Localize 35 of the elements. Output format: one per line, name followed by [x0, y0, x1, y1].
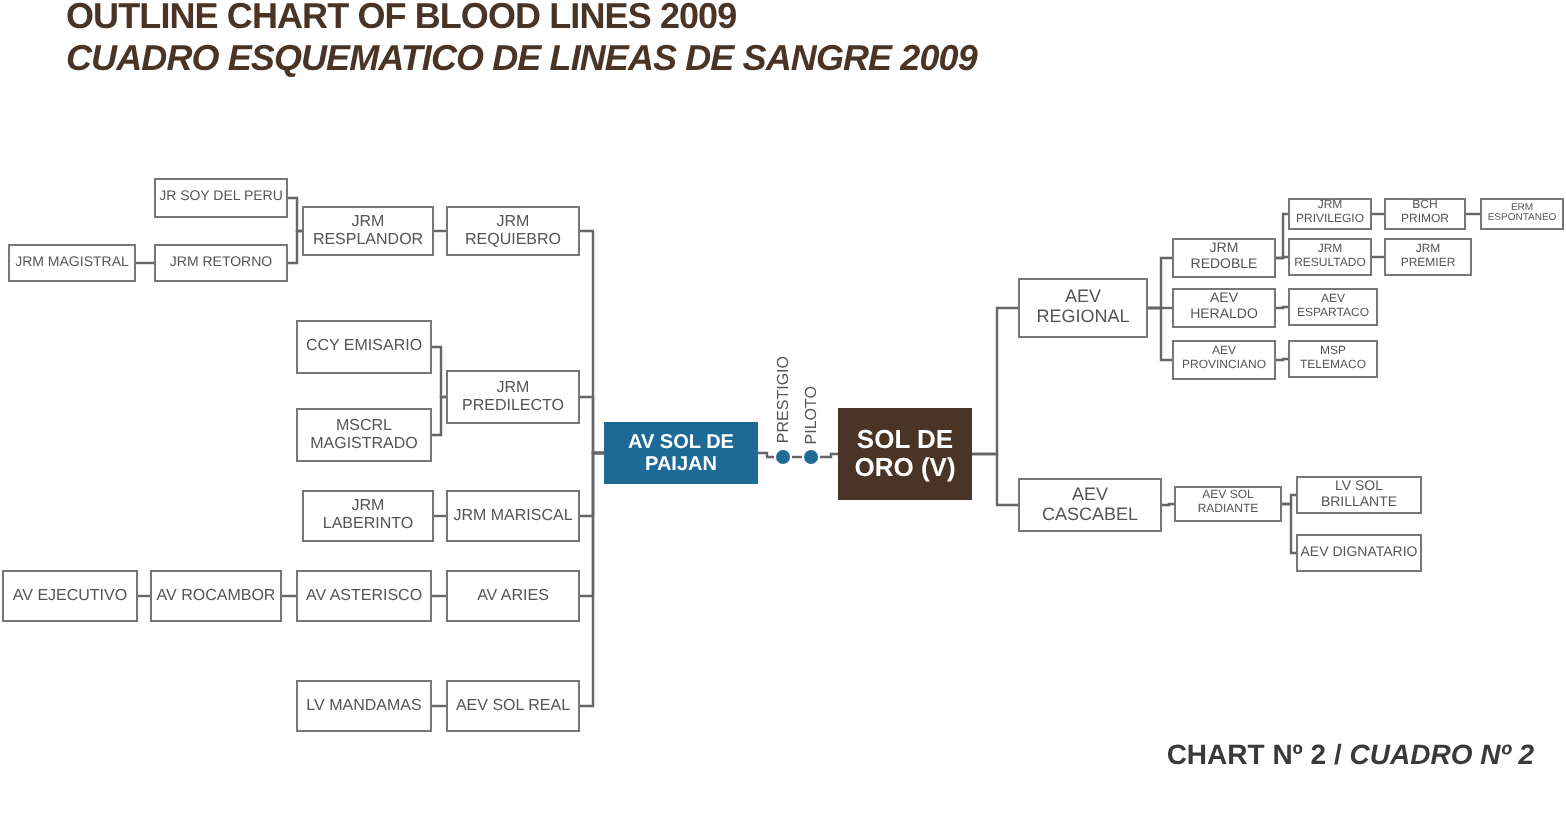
horse-name-box: AEV CASCABEL [1018, 478, 1162, 532]
dam-label: PRESTIGIO [775, 356, 791, 444]
dam-label: PILOTO [803, 385, 819, 444]
connector-line [1276, 212, 1288, 260]
connector-line [820, 452, 838, 459]
connector-line [1148, 306, 1172, 362]
chart-number: CHART Nº 2 / CUADRO Nº 2 [1166, 736, 1534, 774]
connector-line [1282, 502, 1296, 555]
horse-name-box: CCY EMISARIO [296, 320, 432, 374]
horse-name-box: AV ASTERISCO [296, 570, 432, 622]
horse-name-box: MSCRL MAGISTRADO [296, 408, 432, 462]
connector-line [792, 455, 802, 459]
connector-line [288, 196, 302, 233]
connector-line [432, 395, 446, 437]
horse-name-box: AV ARIES [446, 570, 580, 622]
horse-name-box: LV MANDAMAS [296, 680, 432, 732]
horse-name-box: AV EJECUTIVO [2, 570, 138, 622]
main-horse-box: SOL DE ORO (V) [838, 408, 972, 500]
chart-subtitle: CUADRO ESQUEMATICO DE LINEAS DE SANGRE 2009 [66, 38, 977, 78]
connector-line [758, 451, 774, 459]
connector-line [432, 345, 446, 399]
main-horse-box: AV SOL DE PAIJAN [604, 422, 758, 484]
horse-name-box: AEV SOL REAL [446, 680, 580, 732]
horse-name-box: JRM LABERINTO [302, 490, 434, 542]
horse-name-box: JRM REQUIEBRO [446, 206, 580, 256]
connector-line [580, 451, 604, 708]
horse-name-box: AV ROCAMBOR [150, 570, 282, 622]
connector-line [288, 229, 302, 265]
horse-name-box: JRM PREDILECTO [446, 370, 580, 424]
connector-line [972, 452, 1018, 507]
horse-name-box: JRM MARISCAL [446, 490, 580, 542]
junction-dot [774, 352, 792, 464]
horse-name-box: JRM RESPLANDOR [302, 206, 434, 256]
chart-title: OUTLINE CHART OF BLOOD LINES 2009 [66, 0, 737, 36]
horse-name-box: AEV REGIONAL [1018, 278, 1148, 338]
